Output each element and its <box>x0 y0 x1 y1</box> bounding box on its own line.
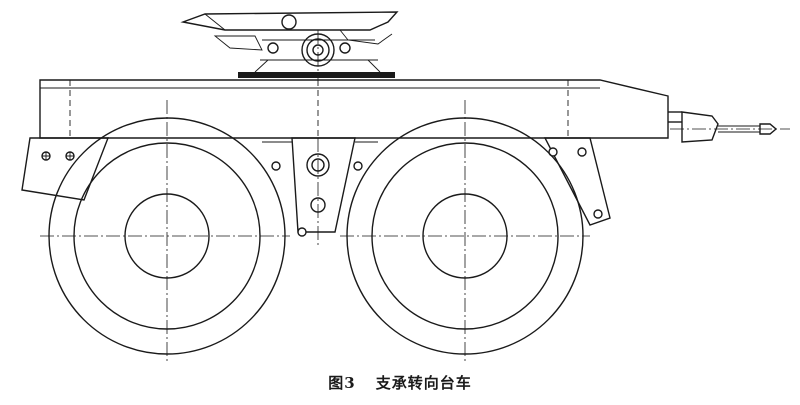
figure-number: 图3 <box>328 374 356 392</box>
drawbar <box>668 111 790 143</box>
center-equalizer-bracket <box>262 137 378 245</box>
right-spring-hanger <box>543 137 611 226</box>
figure-title: 支承转向台车 <box>375 374 472 392</box>
rear-wheel <box>340 100 590 362</box>
fifth-wheel-coupling <box>180 11 399 80</box>
left-spring-hanger <box>21 137 110 201</box>
figure-caption: 图3 支承转向台车 <box>0 372 800 393</box>
chassis-frame <box>39 79 669 139</box>
front-wheel <box>40 100 290 362</box>
